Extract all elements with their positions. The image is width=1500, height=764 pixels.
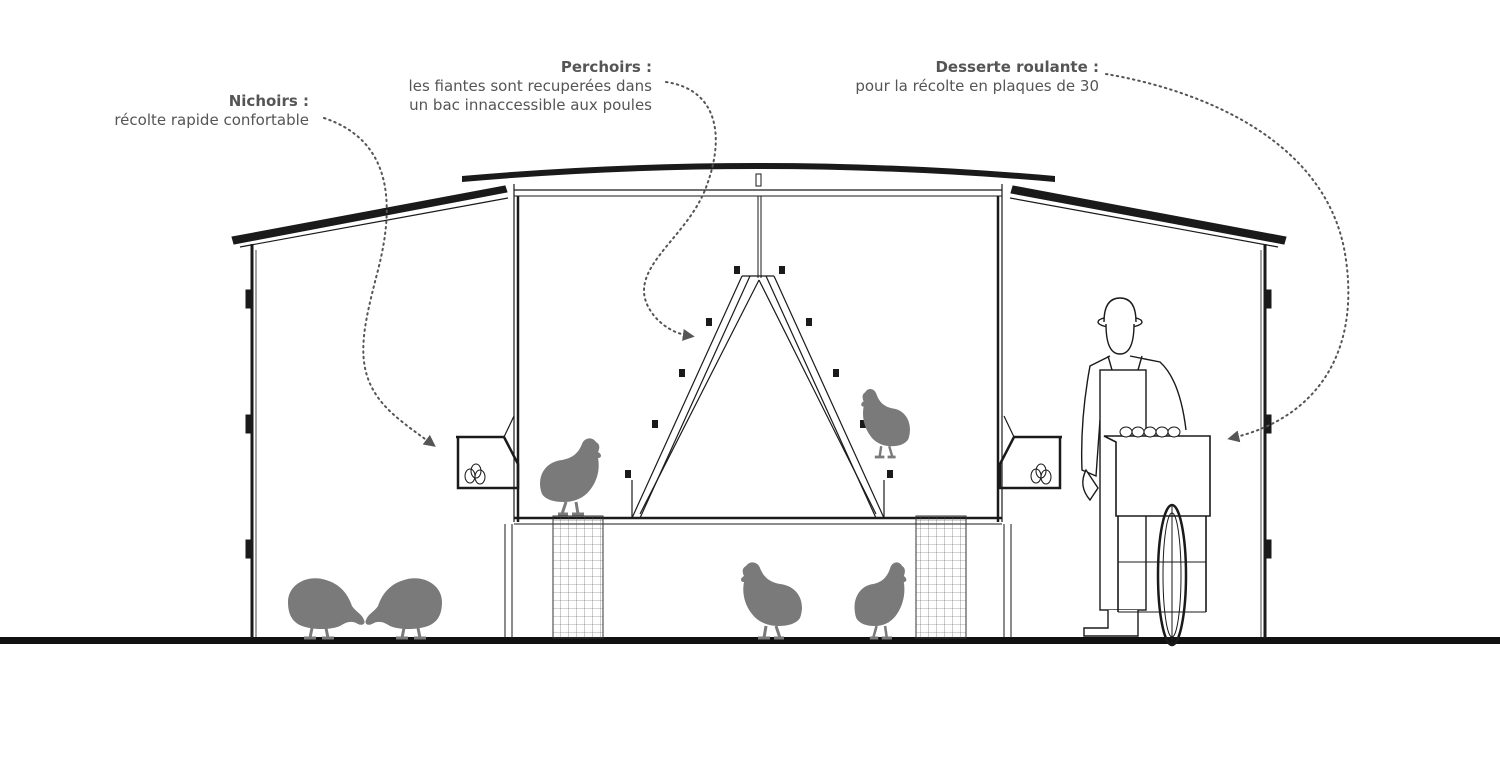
egg-icon: [1035, 463, 1047, 479]
hen-silhouette-icon: [286, 576, 367, 640]
cart-wheel: [1156, 503, 1188, 647]
egg-icon: [470, 463, 482, 479]
hen-silhouette-icon: [853, 560, 908, 640]
hen-silhouette-icon: [859, 387, 912, 459]
label-nichoirs-line: récolte rapide confortable: [114, 111, 309, 129]
label-nichoirs: Nichoirs : récolte rapide confortable: [114, 92, 309, 130]
nest-box-right: [998, 415, 1062, 490]
egg-icon: [464, 468, 476, 484]
hen-silhouette-icon: [363, 576, 444, 640]
label-perchoirs-title: Perchoirs :: [560, 58, 652, 76]
hen-silhouette-icon: [538, 436, 603, 516]
label-perchoirs-line: un bac innaccessible aux poules: [409, 96, 652, 114]
label-nichoirs-title: Nichoirs :: [228, 92, 309, 110]
left-wing: [231, 185, 509, 638]
ramp-mesh-right: [915, 515, 967, 639]
annotation-leaders: [323, 73, 1350, 447]
label-desserte-line: pour la récolte en plaques de 30: [855, 77, 1099, 95]
hen-silhouette-icon: [739, 560, 804, 640]
nest-box-left: [456, 415, 520, 490]
right-wing: [1009, 185, 1287, 638]
cart: [1103, 426, 1211, 647]
label-perchoirs: Perchoirs : les fiantes sont recuperées …: [409, 58, 652, 115]
ramp-mesh-left: [552, 515, 604, 639]
egg-icon: [474, 469, 486, 485]
main-roof: [462, 163, 1055, 278]
perch-frame: [625, 266, 893, 519]
label-desserte-title: Desserte roulante :: [935, 58, 1099, 76]
label-desserte: Desserte roulante : pour la récolte en p…: [855, 58, 1099, 96]
ground-line: [0, 637, 1500, 644]
label-perchoirs-line: les fiantes sont recuperées dans: [408, 77, 652, 95]
